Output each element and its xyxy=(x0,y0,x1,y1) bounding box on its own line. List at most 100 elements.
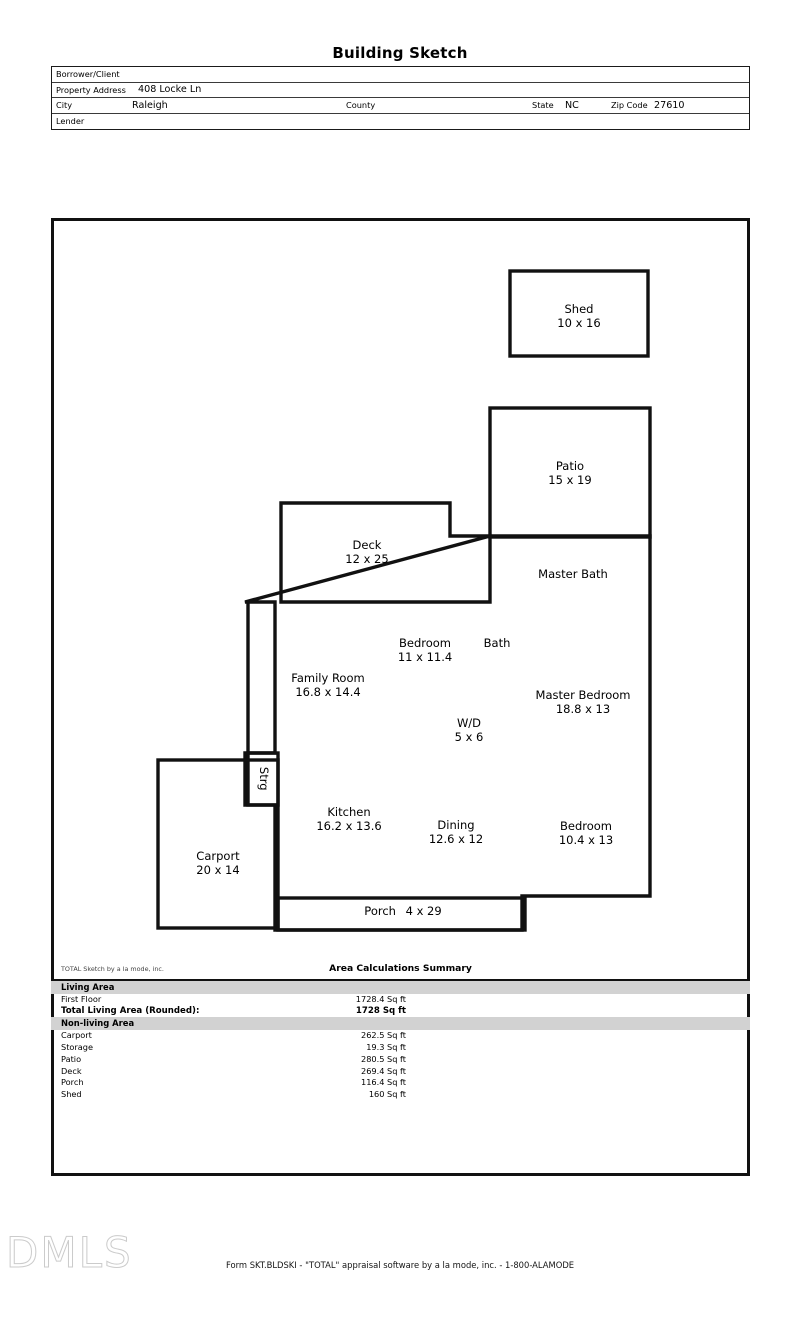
kitchen-name: Kitchen xyxy=(327,805,371,819)
deck-name: Deck xyxy=(352,538,382,552)
patio-label: Patio xyxy=(61,1053,82,1064)
carport-value: 262.5 Sq ft xyxy=(361,1030,406,1041)
city-label: City xyxy=(56,100,73,110)
master-bedroom-name: Master Bedroom xyxy=(535,688,631,702)
summary-row-total-living-area: Total Living Area (Rounded): 1728 Sq ft xyxy=(51,1005,750,1017)
shed-outline xyxy=(508,269,650,358)
room-label-master-bath: Master Bath xyxy=(538,567,608,582)
room-label-deck: Deck 12 x 25 xyxy=(345,538,389,566)
summary-row-deck: Deck 269.4 Sq ft xyxy=(51,1065,750,1077)
non-living-area-band-label: Non-living Area xyxy=(61,1018,135,1029)
summary-row-carport: Carport 262.5 Sq ft xyxy=(51,1030,750,1042)
storage-name: Strg xyxy=(256,766,271,791)
summary-row-porch: Porch 116.4 Sq ft xyxy=(51,1077,750,1089)
bedroom-1-dimensions: 11 x 11.4 xyxy=(397,649,453,664)
floor-plan-drawing: Shed 10 x 16 Patio 15 x 19 Deck 12 x 25 … xyxy=(54,221,747,1173)
master-bath-name: Master Bath xyxy=(538,567,608,581)
area-calculations-summary: TOTAL Sketch by a la mode, inc. Area Cal… xyxy=(51,962,750,1101)
property-address-label: Property Address xyxy=(56,84,126,95)
shed-value: 160 Sq ft xyxy=(368,1089,406,1100)
carport-label: Carport xyxy=(61,1030,92,1041)
patio-name: Patio xyxy=(555,459,585,473)
summary-row-patio: Patio 280.5 Sq ft xyxy=(51,1053,750,1065)
summary-row-storage: Storage 19.3 Sq ft xyxy=(51,1042,750,1054)
total-living-area-label: Total Living Area (Rounded): xyxy=(61,1005,200,1016)
carport-name: Carport xyxy=(196,849,240,863)
summary-header: TOTAL Sketch by a la mode, inc. Area Cal… xyxy=(51,962,750,981)
first-floor-value: 1728.4 Sq ft xyxy=(355,994,406,1005)
room-label-storage: Strg xyxy=(256,759,271,799)
state-value[interactable]: NC xyxy=(565,99,579,111)
room-label-patio: Patio 15 x 19 xyxy=(548,459,592,487)
room-label-porch: Porch 4 x 29 xyxy=(364,904,442,919)
lender-label: Lender xyxy=(56,115,85,126)
room-label-kitchen: Kitchen 16.2 x 13.6 xyxy=(316,805,382,833)
deck-dimensions: 12 x 25 xyxy=(345,551,389,566)
header-row-borrower: Borrower/Client xyxy=(52,67,749,83)
borrower-label: Borrower/Client xyxy=(56,69,120,79)
header-row-property-address: Property Address 408 Locke Ln xyxy=(52,83,749,98)
room-label-family-room: Family Room 16.8 x 14.4 xyxy=(291,671,365,699)
room-label-carport: Carport 20 x 14 xyxy=(196,849,240,877)
non-living-area-band: Non-living Area xyxy=(51,1017,750,1030)
living-area-band-label: Living Area xyxy=(61,982,115,992)
kitchen-dimensions: 16.2 x 13.6 xyxy=(316,818,382,833)
floor-plan-vectors xyxy=(156,269,652,932)
room-label-washer-dryer: W/D 5 x 6 xyxy=(454,716,484,744)
washer-dryer-dimensions: 5 x 6 xyxy=(454,729,484,744)
house-outline xyxy=(243,534,652,932)
summary-title: Area Calculations Summary xyxy=(329,963,472,974)
room-label-bedroom-1: Bedroom 11 x 11.4 xyxy=(397,636,453,664)
bedroom-2-name: Bedroom xyxy=(559,819,613,833)
zip-code-label: Zip Code xyxy=(611,100,648,110)
family-room-dimensions: 16.8 x 14.4 xyxy=(295,684,361,699)
deck-label: Deck xyxy=(61,1065,82,1076)
carport-outline xyxy=(156,758,280,930)
summary-row-first-floor: First Floor 1728.4 Sq ft xyxy=(51,994,750,1006)
mls-watermark: DMLS xyxy=(6,1228,133,1278)
porch-outline xyxy=(276,896,527,932)
state-label: State xyxy=(532,100,554,110)
bedroom-1-name: Bedroom xyxy=(398,636,452,650)
porch-label: Porch xyxy=(61,1077,84,1088)
patio-value: 280.5 Sq ft xyxy=(361,1053,406,1064)
form-footer-note: Form SKT.BLDSKI - "TOTAL" appraisal soft… xyxy=(225,1260,575,1270)
shed-dimensions: 10 x 16 xyxy=(557,315,601,330)
deck-value: 269.4 Sq ft xyxy=(361,1065,406,1076)
storage-value: 19.3 Sq ft xyxy=(366,1042,406,1053)
total-living-area-value: 1728 Sq ft xyxy=(355,1005,406,1016)
summary-row-shed: Shed 160 Sq ft xyxy=(51,1089,750,1101)
room-label-master-bedroom: Master Bedroom 18.8 x 13 xyxy=(535,688,631,716)
page-title: Building Sketch xyxy=(332,44,468,62)
header-row-city-state-zip: City Raleigh County State NC Zip Code 27… xyxy=(52,98,749,114)
city-value[interactable]: Raleigh xyxy=(132,99,168,111)
storage-label: Storage xyxy=(61,1042,94,1053)
zip-code-value[interactable]: 27610 xyxy=(654,99,685,111)
property-address-value[interactable]: 408 Locke Ln xyxy=(138,84,202,95)
room-label-bath: Bath xyxy=(483,636,511,651)
patio-dimensions: 15 x 19 xyxy=(548,472,592,487)
room-label-dining: Dining 12.6 x 12 xyxy=(428,818,484,846)
shed-name: Shed xyxy=(564,302,594,316)
header-row-lender: Lender xyxy=(52,114,749,130)
bath-name: Bath xyxy=(483,636,511,650)
carport-dimensions: 20 x 14 xyxy=(196,862,240,877)
sketch-credit-text: TOTAL Sketch by a la mode, inc. xyxy=(61,965,164,973)
family-room-name: Family Room xyxy=(291,671,365,685)
room-label-shed: Shed 10 x 16 xyxy=(557,302,601,330)
washer-dryer-name: W/D xyxy=(456,716,482,730)
master-bedroom-dimensions: 18.8 x 13 xyxy=(555,701,611,716)
porch-value: 116.4 Sq ft xyxy=(361,1077,406,1088)
porch-dimensions: 4 x 29 xyxy=(405,904,442,918)
dining-name: Dining xyxy=(437,818,475,832)
building-sketch-frame: Shed 10 x 16 Patio 15 x 19 Deck 12 x 25 … xyxy=(51,218,750,1176)
dining-dimensions: 12.6 x 12 xyxy=(428,831,484,846)
porch-name: Porch xyxy=(364,904,396,918)
county-label: County xyxy=(346,100,376,110)
shed-label: Shed xyxy=(61,1089,82,1100)
property-header-table: Borrower/Client Property Address 408 Loc… xyxy=(51,66,750,130)
room-label-bedroom-2: Bedroom 10.4 x 13 xyxy=(558,819,614,847)
first-floor-label: First Floor xyxy=(61,994,102,1005)
living-area-band: Living Area xyxy=(51,981,750,994)
bedroom-2-dimensions: 10.4 x 13 xyxy=(558,832,614,847)
